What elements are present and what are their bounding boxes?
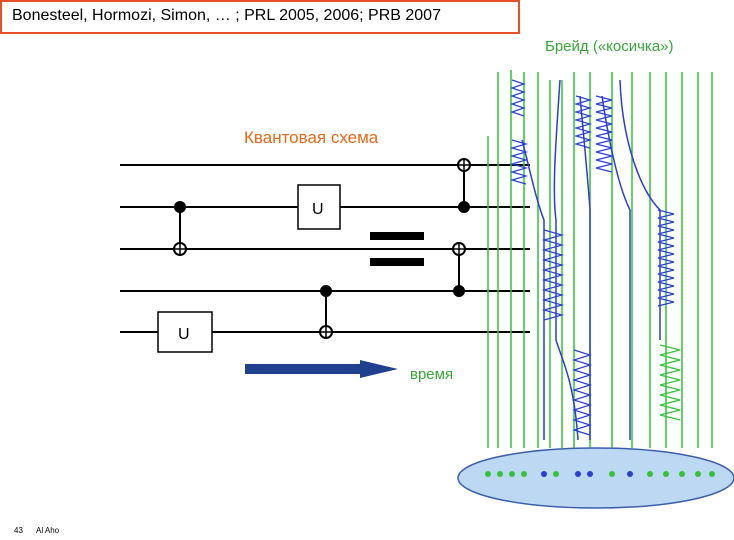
u-gate-wire5 xyxy=(157,311,213,353)
cnot-control-dot xyxy=(458,201,470,213)
braid-endpoint xyxy=(521,471,527,477)
equals-bar-bottom xyxy=(370,258,424,266)
braid-twists xyxy=(509,79,675,436)
braid-endpoint xyxy=(587,471,593,477)
braid-strand xyxy=(521,139,545,440)
braid-strand xyxy=(601,95,631,440)
time-arrow-head xyxy=(360,360,398,378)
braid-green-strands xyxy=(487,70,713,448)
braid-endpoint xyxy=(575,471,581,477)
braid-endpoint xyxy=(497,471,503,477)
braid-twist xyxy=(541,229,565,321)
circuit-title: Квантовая схема xyxy=(244,128,379,147)
cnot-control-dot xyxy=(453,285,465,297)
braid-endpoint xyxy=(509,471,515,477)
quantum-circuit xyxy=(120,158,530,353)
braid-twist xyxy=(657,209,675,307)
slide-number: 43 xyxy=(14,526,23,535)
braid-endpoint xyxy=(647,471,653,477)
braid-strand xyxy=(619,79,661,340)
braid-strand xyxy=(579,95,591,440)
braid-endpoint xyxy=(679,471,685,477)
braid-twist xyxy=(509,139,529,185)
braid-endpoint xyxy=(485,471,491,477)
braid-twists-green xyxy=(659,344,681,421)
braid-endpoint xyxy=(663,471,669,477)
citation-text: Bonesteel, Hormozi, Simon, … ; PRL 2005,… xyxy=(12,7,441,24)
braid-blue-strands xyxy=(521,79,661,441)
equals-bar-top xyxy=(370,232,424,240)
braid-twist xyxy=(573,95,593,149)
u-gate-label: U xyxy=(312,201,324,218)
braid-strand xyxy=(553,79,579,441)
braid-endpoint xyxy=(609,471,615,477)
braid-endpoint xyxy=(627,471,633,477)
braid-endpoint xyxy=(553,471,559,477)
braid-title: Брейд («косичка») xyxy=(545,38,674,55)
u-gate-label: U xyxy=(178,326,190,343)
time-arrow xyxy=(245,360,398,378)
braid-twist xyxy=(510,79,526,117)
braid-twist xyxy=(571,349,593,436)
braid-platform xyxy=(457,447,734,509)
u-gate-wire2 xyxy=(297,184,341,230)
cnot-control-dot xyxy=(174,201,186,213)
braid-endpoint xyxy=(541,471,547,477)
braid-endpoints xyxy=(485,471,715,477)
citation-box: Bonesteel, Hormozi, Simon, … ; PRL 2005,… xyxy=(0,0,520,34)
braid-endpoint xyxy=(695,471,701,477)
cnot-control-dot xyxy=(320,285,332,297)
time-label: время xyxy=(410,366,454,383)
braid xyxy=(457,70,734,509)
braid-twist xyxy=(595,95,613,173)
time-arrow-shaft xyxy=(245,364,365,374)
braid-endpoint xyxy=(709,471,715,477)
slide-author: Al Aho xyxy=(36,526,60,535)
braid-twist xyxy=(659,344,681,421)
equals-sign xyxy=(370,232,424,266)
